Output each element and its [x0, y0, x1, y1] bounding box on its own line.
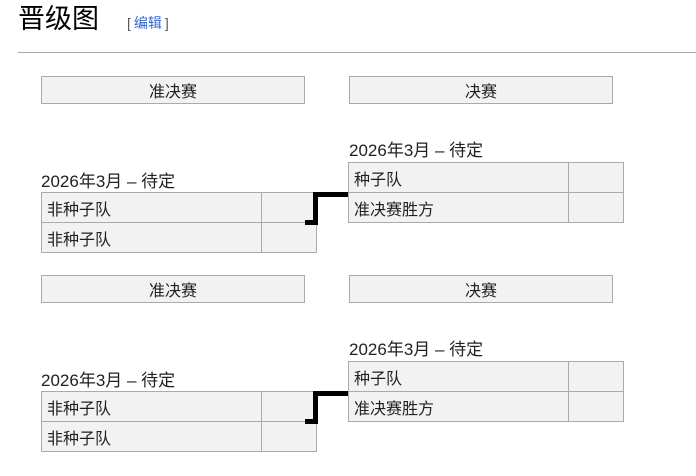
table-row: 准决赛胜方 — [348, 192, 624, 223]
table-row: 非种子队 — [41, 421, 317, 452]
table-row: 非种子队 — [41, 222, 317, 253]
bracket-connector-line — [313, 192, 318, 225]
score-cell — [261, 421, 317, 452]
bracket-connector-line — [313, 192, 348, 197]
final-match-date-1: 2026年3月 – 待定 — [349, 141, 484, 160]
round-header-final-2: 决赛 — [349, 275, 613, 303]
team-name-cell: 准决赛胜方 — [348, 391, 569, 422]
score-cell — [261, 192, 317, 223]
final-match-date-2: 2026年3月 – 待定 — [349, 340, 484, 359]
edit-bracket-open: [ — [127, 15, 131, 31]
final-match-table-1: 种子队 准决赛胜方 — [348, 162, 624, 223]
edit-section: [编辑] — [127, 13, 169, 33]
team-name-cell: 准决赛胜方 — [348, 192, 569, 223]
round-header-final-1: 决赛 — [349, 76, 613, 104]
bracket-connector-line — [313, 391, 348, 396]
team-name-cell: 非种子队 — [41, 421, 262, 452]
round-header-semifinal-1: 准决赛 — [41, 76, 305, 104]
score-cell — [568, 361, 624, 392]
table-row: 非种子队 — [41, 192, 317, 223]
heading-divider — [18, 52, 696, 53]
team-name-cell: 非种子队 — [41, 222, 262, 253]
semifinal-match-table-2: 非种子队 非种子队 — [41, 391, 317, 452]
round-header-semifinal-2: 准决赛 — [41, 275, 305, 303]
page-title: 晋级图 — [18, 4, 99, 34]
edit-link[interactable]: 编辑 — [133, 15, 162, 31]
score-cell — [568, 391, 624, 422]
score-cell — [568, 192, 624, 223]
team-name-cell: 非种子队 — [41, 391, 262, 422]
section-heading: 晋级图 [编辑] — [18, 2, 169, 37]
bracket-connector-line — [305, 220, 318, 225]
team-name-cell: 非种子队 — [41, 192, 262, 223]
team-name-cell: 种子队 — [348, 361, 569, 392]
table-row: 准决赛胜方 — [348, 391, 624, 422]
table-row: 非种子队 — [41, 391, 317, 422]
semifinal-match-date-2: 2026年3月 – 待定 — [41, 371, 176, 390]
table-row: 种子队 — [348, 162, 624, 193]
bracket-connector-line — [305, 419, 318, 424]
table-row: 种子队 — [348, 361, 624, 392]
bracket-connector-line — [313, 391, 318, 424]
score-cell — [568, 162, 624, 193]
team-name-cell: 种子队 — [348, 162, 569, 193]
semifinal-match-table-1: 非种子队 非种子队 — [41, 192, 317, 253]
score-cell — [261, 222, 317, 253]
final-match-table-2: 种子队 准决赛胜方 — [348, 361, 624, 422]
score-cell — [261, 391, 317, 422]
semifinal-match-date-1: 2026年3月 – 待定 — [41, 172, 176, 191]
edit-bracket-close: ] — [164, 15, 169, 31]
